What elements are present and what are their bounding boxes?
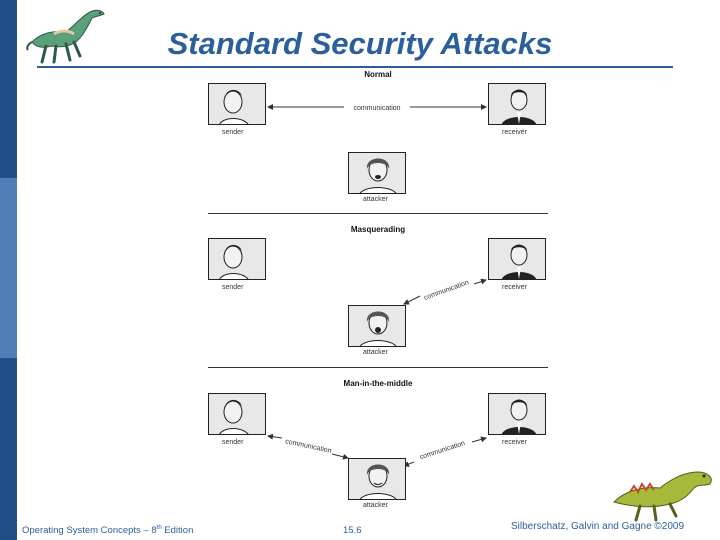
receiver-portrait-icon	[488, 83, 546, 125]
sender-portrait-icon	[208, 238, 266, 280]
left-sidebar	[0, 0, 17, 540]
receiver-portrait-icon	[488, 393, 546, 435]
masq-arrow-left	[403, 295, 421, 305]
receiver-portrait-icon	[488, 238, 546, 280]
footer-authors: Silberschatz, Galvin and Gagne ©2009	[511, 521, 685, 532]
section-divider	[208, 213, 548, 214]
receiver-label: receiver	[502, 439, 527, 446]
mitm-arrow-attacker-left	[331, 453, 349, 460]
receiver-label: receiver	[502, 284, 527, 291]
attacker-portrait-icon	[348, 458, 406, 500]
mitm-arrow-sender	[267, 433, 283, 440]
section-heading-masquerading: Masquerading	[350, 225, 406, 234]
footer-superscript: th	[156, 525, 162, 531]
masq-arrow-label: communication	[423, 279, 470, 302]
attacker-portrait-icon	[348, 305, 406, 347]
section-heading-normal: Normal	[364, 70, 392, 79]
normal-arrow-label: communication	[353, 105, 400, 112]
dinosaur-bottom-right-icon	[613, 471, 712, 522]
receiver-label: receiver	[502, 129, 527, 136]
sidebar-segment	[0, 358, 17, 540]
slide-title: Standard Security Attacks	[167, 26, 553, 61]
sender-label: sender	[222, 284, 244, 291]
footer-book-title-text: Operating System Concepts – 8	[22, 525, 157, 537]
attacker-label: attacker	[363, 196, 388, 203]
page-number: 15.6	[343, 525, 362, 536]
sidebar-segment	[0, 0, 17, 178]
section-divider	[208, 367, 548, 368]
footer-book-edition-text: Edition	[161, 525, 194, 537]
sidebar-segment	[0, 178, 17, 358]
attacker-label: attacker	[363, 349, 388, 356]
mitm-arrow-receiver	[471, 436, 487, 443]
masq-arrow-right	[473, 278, 487, 285]
mitm-arrow-label-left: communication	[285, 438, 333, 455]
dinosaur-top-left-icon	[26, 9, 105, 64]
sender-portrait-icon	[208, 393, 266, 435]
title-underline	[37, 66, 673, 68]
sender-portrait-icon	[208, 83, 266, 125]
footer-book-title: Operating System Concepts – 8th Edition	[22, 525, 193, 536]
mitm-arrow-label-right: communication	[419, 440, 466, 461]
sender-label: sender	[222, 439, 244, 446]
section-heading-mitm: Man-in-the-middle	[343, 379, 413, 388]
attacker-label: attacker	[363, 502, 388, 509]
sender-label: sender	[222, 129, 244, 136]
attacker-portrait-icon	[348, 152, 406, 194]
